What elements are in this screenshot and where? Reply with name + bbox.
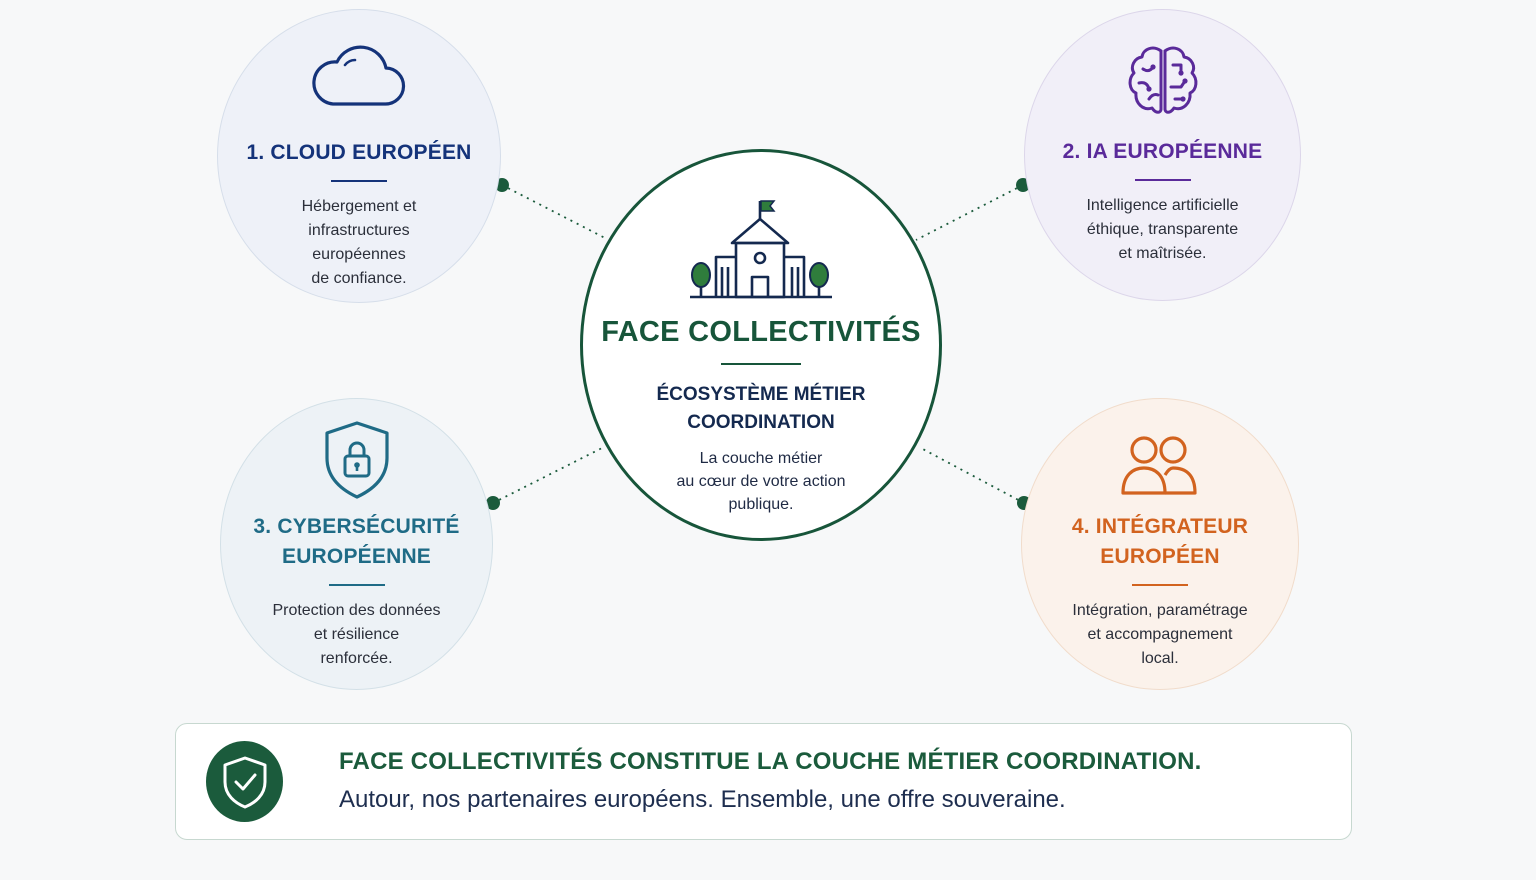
card-cloud: 1. CLOUD EUROPÉEN Hébergement et infrast… bbox=[217, 9, 501, 303]
card-cloud-title: 1. CLOUD EUROPÉEN bbox=[246, 141, 472, 164]
card-ia: 2. IA EUROPÉENNE Intelligence artificiel… bbox=[1024, 9, 1301, 301]
card-integ-description: Intégration, paramétrage et accompagneme… bbox=[1072, 602, 1248, 667]
banner-badge bbox=[206, 741, 283, 822]
card-integ-title-line1: 4. INTÉGRATEUR bbox=[1071, 515, 1249, 538]
center-subtitle: ÉCOSYSTÈME MÉTIER COORDINATION bbox=[656, 384, 866, 433]
card-cybersecurite: 3. CYBERSÉCURITÉ EUROPÉENNE Protection d… bbox=[220, 398, 493, 690]
card-cyber-description: Protection des données et résilience ren… bbox=[272, 602, 441, 667]
card-cloud-description: Hébergement et infrastructures européenn… bbox=[301, 198, 417, 287]
shield-check-icon bbox=[223, 756, 266, 808]
cloud-icon bbox=[312, 45, 406, 106]
shield-lock-icon bbox=[324, 421, 389, 499]
banner-title: FACE COLLECTIVITÉS CONSTITUE LA COUCHE M… bbox=[339, 748, 1202, 775]
users-icon bbox=[1121, 436, 1197, 495]
card-integ-rule bbox=[1132, 584, 1188, 586]
center-face-collectivites: FACE COLLECTIVITÉS ÉCOSYSTÈME MÉTIER COO… bbox=[580, 149, 942, 541]
town-hall-icon bbox=[690, 200, 832, 299]
center-description: La couche métier au cœur de votre action… bbox=[676, 450, 846, 513]
card-ia-rule bbox=[1134, 179, 1191, 181]
card-cyber-title-line2: EUROPÉENNE bbox=[281, 545, 432, 568]
card-ia-title: 2. IA EUROPÉENNE bbox=[1062, 140, 1263, 163]
card-cloud-rule bbox=[331, 180, 387, 182]
brain-icon bbox=[1128, 46, 1197, 114]
card-cyber-title-line1: 3. CYBERSÉCURITÉ bbox=[253, 515, 460, 538]
center-rule bbox=[721, 363, 801, 365]
center-title: FACE COLLECTIVITÉS bbox=[601, 316, 921, 348]
card-integrateur: 4. INTÉGRATEUR EUROPÉEN Intégration, par… bbox=[1021, 398, 1299, 690]
summary-banner: FACE COLLECTIVITÉS CONSTITUE LA COUCHE M… bbox=[175, 723, 1352, 840]
card-ia-description: Intelligence artificielle éthique, trans… bbox=[1086, 197, 1239, 262]
card-integ-title-line2: EUROPÉEN bbox=[1100, 545, 1220, 568]
card-cyber-rule bbox=[328, 584, 385, 586]
banner-subtitle: Autour, nos partenaires européens. Ensem… bbox=[339, 786, 1066, 813]
